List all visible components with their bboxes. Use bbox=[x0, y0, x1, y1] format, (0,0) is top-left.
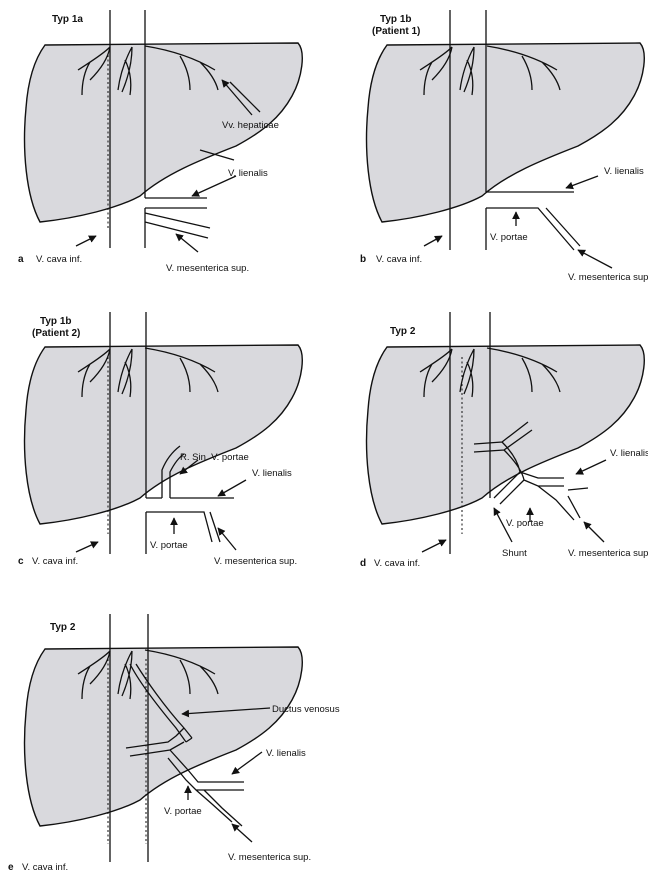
panel-b-portae-label: V. portae bbox=[490, 232, 528, 243]
panel-a-hepaticae-label: Vv. hepaticae bbox=[222, 120, 279, 131]
panel-c-cava-label: V. cava inf. bbox=[32, 556, 78, 567]
panel-a-title: Typ 1a bbox=[52, 14, 83, 25]
panel-d: Typ 2 d V. cava inf. V. lienalis V. port… bbox=[360, 312, 648, 569]
panel-b-cava-label: V. cava inf. bbox=[376, 254, 422, 265]
panel-b-subtitle: (Patient 1) bbox=[372, 26, 420, 37]
panel-e-lienalis-label: V. lienalis bbox=[266, 748, 306, 759]
panel-a: Typ 1a a V. cava inf. Vv. hepaticae V. l… bbox=[18, 10, 302, 274]
panel-e-title: Typ 2 bbox=[50, 622, 76, 633]
panel-c-lienalis-label: V. lienalis bbox=[252, 468, 292, 479]
panel-d-shunt-label: Shunt bbox=[502, 548, 527, 559]
panel-a-cava-label: V. cava inf. bbox=[36, 254, 82, 265]
panel-c: Typ 1b (Patient 2) c V. cava inf. R. Sin… bbox=[18, 312, 302, 567]
panel-d-cava-label: V. cava inf. bbox=[374, 558, 420, 569]
panel-c-portae-label: V. portae bbox=[150, 540, 188, 551]
panel-b-mesenterica-label: V. mesenterica sup. bbox=[568, 272, 648, 283]
panel-b-title: Typ 1b bbox=[380, 14, 411, 25]
panel-c-rsin-label: R. Sin. V. portae bbox=[180, 452, 249, 463]
panel-d-title: Typ 2 bbox=[390, 326, 416, 337]
panel-e-mesenterica-label: V. mesenterica sup. bbox=[228, 852, 311, 863]
panel-b-lienalis-label: V. lienalis bbox=[604, 166, 644, 177]
panel-b: Typ 1b (Patient 1) b V. cava inf. V. por… bbox=[360, 10, 648, 283]
panel-c-mesenterica-label: V. mesenterica sup. bbox=[214, 556, 297, 567]
panel-a-mesenterica-label: V. mesenterica sup. bbox=[166, 263, 249, 274]
panel-d-lienalis-label: V. lienalis bbox=[610, 448, 648, 459]
panel-c-subtitle: (Patient 2) bbox=[32, 328, 80, 339]
panel-e-portae-label: V. portae bbox=[164, 806, 202, 817]
panel-a-letter: a bbox=[18, 254, 24, 265]
panel-d-mesenterica-label: V. mesenterica sup. bbox=[568, 548, 648, 559]
panel-a-lienalis-label: V. lienalis bbox=[228, 168, 268, 179]
panel-d-portae-label: V. portae bbox=[506, 518, 544, 529]
panel-b-letter: b bbox=[360, 254, 366, 265]
panel-e-letter: e bbox=[8, 862, 14, 872]
panel-d-letter: d bbox=[360, 558, 366, 569]
panel-c-title: Typ 1b bbox=[40, 316, 71, 327]
panel-e-cava-label: V. cava inf. bbox=[22, 862, 68, 872]
panel-e-ductus-label: Ductus venosus bbox=[272, 704, 340, 715]
panel-e: Typ 2 e V. cava inf. Ductus venosus V. l… bbox=[8, 614, 340, 872]
panel-c-letter: c bbox=[18, 556, 24, 567]
